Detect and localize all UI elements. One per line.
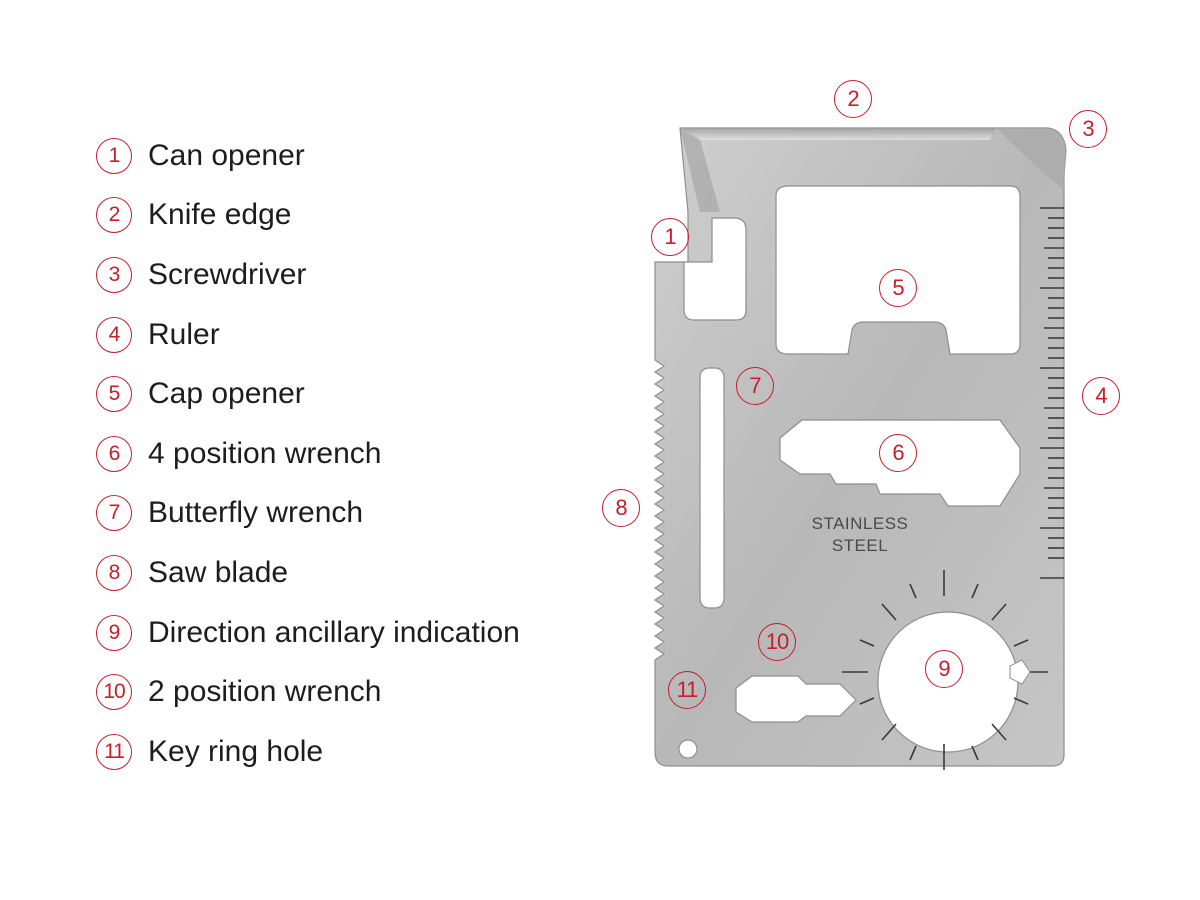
legend-item-cap-opener: 5 Cap opener <box>96 364 520 424</box>
callout-ruler: 4 <box>1082 377 1120 415</box>
legend-item-can-opener: 1 Can opener <box>96 126 520 186</box>
legend-label: 4 position wrench <box>148 436 382 470</box>
legend-item-ruler: 4 Ruler <box>96 305 520 365</box>
legend-number: 9 <box>96 614 132 651</box>
legend-item-saw-blade: 8 Saw blade <box>96 543 520 603</box>
legend-item-direction-indication: 9 Direction ancillary indication <box>96 603 520 663</box>
callout-cap-opener: 5 <box>879 269 917 307</box>
legend-number: 6 <box>96 435 132 472</box>
legend-number: 5 <box>96 376 132 413</box>
callout-key-ring-hole: 11 <box>668 671 706 709</box>
callout-direction-indication: 9 <box>925 650 963 688</box>
engraving-line-2: STEEL <box>831 536 889 555</box>
legend-number: 1 <box>96 137 132 174</box>
legend-number: 4 <box>96 316 132 353</box>
legend-item-screwdriver: 3 Screwdriver <box>96 245 520 305</box>
legend-number: 7 <box>96 495 132 532</box>
stainless-steel-engraving: STAINLESS STEEL <box>800 513 920 557</box>
callout-4-position-wrench: 6 <box>879 434 917 472</box>
callout-can-opener: 1 <box>651 218 689 256</box>
ruler-ticks <box>1040 207 1064 579</box>
legend-label: Screwdriver <box>148 257 307 291</box>
callout-butterfly-wrench: 7 <box>736 367 774 405</box>
legend-number: 11 <box>96 733 132 770</box>
legend-number: 2 <box>96 197 132 234</box>
callout-2-position-wrench: 10 <box>758 623 796 661</box>
legend-item-2-position-wrench: 10 2 position wrench <box>96 662 520 722</box>
legend-item-knife-edge: 2 Knife edge <box>96 186 520 246</box>
callout-saw-blade: 8 <box>602 489 640 527</box>
legend-item-key-ring-hole: 11 Key ring hole <box>96 722 520 782</box>
legend-item-4-position-wrench: 6 4 position wrench <box>96 424 520 484</box>
legend-label: Cap opener <box>148 377 305 411</box>
direction-indicator-rays <box>842 570 1048 770</box>
screwdriver-bevel <box>996 128 1066 190</box>
can-opener-bevel <box>680 128 720 212</box>
legend-label: Saw blade <box>148 555 289 589</box>
callout-screwdriver: 3 <box>1069 110 1107 148</box>
callout-knife-edge: 2 <box>834 80 872 118</box>
legend-label: Key ring hole <box>148 734 324 768</box>
legend-item-butterfly-wrench: 7 Butterfly wrench <box>96 484 520 544</box>
legend-number: 8 <box>96 554 132 591</box>
legend-number: 3 <box>96 256 132 293</box>
legend-label: Ruler <box>148 317 220 351</box>
engraving-line-1: STAINLESS <box>811 514 909 533</box>
legend-label: 2 position wrench <box>148 675 382 709</box>
legend-list: 1 Can opener 2 Knife edge 3 Screwdriver … <box>96 126 520 782</box>
card-body <box>653 127 1067 767</box>
legend-number: 10 <box>96 674 132 711</box>
legend-label: Knife edge <box>148 198 292 232</box>
legend-label: Butterfly wrench <box>148 496 364 530</box>
legend-label: Can opener <box>148 138 305 172</box>
compass-notch <box>1009 659 1031 685</box>
knife-edge-bevel <box>680 128 996 140</box>
legend-label: Direction ancillary indication <box>148 615 520 649</box>
